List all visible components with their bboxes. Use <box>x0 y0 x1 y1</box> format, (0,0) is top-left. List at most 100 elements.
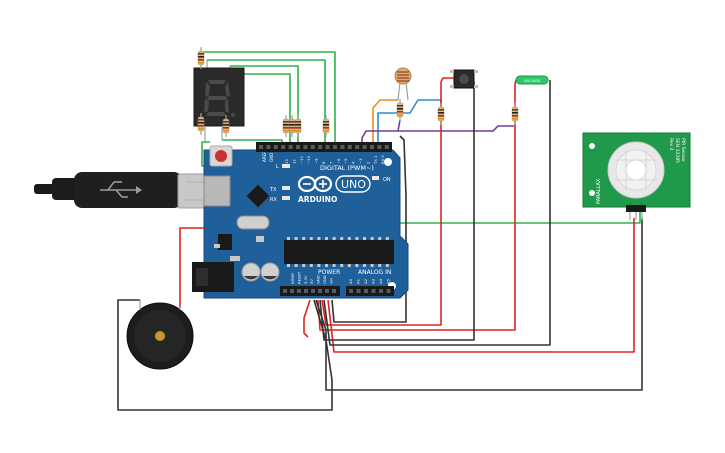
pin-label: ~6 <box>336 158 341 164</box>
seven-segment-display[interactable]: 8. <box>0 0 245 142</box>
pin-hole[interactable] <box>364 289 368 293</box>
wire-green[interactable] <box>201 51 336 148</box>
pir-sensor[interactable]: PARALLAX PIR Sensor SEN-13285 Rev 4 <box>582 132 691 220</box>
pin-hole[interactable] <box>371 289 376 293</box>
pin-hole[interactable] <box>296 145 300 149</box>
wire-red[interactable] <box>303 299 311 338</box>
pin-hole[interactable] <box>281 145 286 149</box>
reset-button[interactable] <box>209 145 233 167</box>
pin-hole[interactable] <box>290 289 294 293</box>
pin-label: RX 0 <box>380 155 385 164</box>
pin-hole[interactable] <box>297 289 301 293</box>
brand-label: ARDUINO <box>298 195 337 204</box>
pin-hole[interactable] <box>347 145 352 149</box>
pin-hole[interactable] <box>310 145 315 149</box>
pir-pin-header <box>626 205 646 212</box>
resistor[interactable] <box>322 115 330 137</box>
pin-label: 13 <box>284 159 289 164</box>
wire-black[interactable] <box>315 218 643 391</box>
pin-hole[interactable] <box>362 145 367 149</box>
pin-hole[interactable] <box>318 289 322 293</box>
resistor[interactable] <box>511 103 519 125</box>
arduino-logo-icon <box>297 175 333 193</box>
resistor[interactable] <box>437 103 445 125</box>
chip-pins <box>287 237 389 267</box>
wire-orange[interactable] <box>372 99 398 148</box>
wire-black[interactable] <box>323 80 551 346</box>
pushbutton[interactable] <box>450 69 478 89</box>
pin-hole[interactable] <box>325 289 329 293</box>
wire-blue[interactable] <box>377 99 442 148</box>
photoresistor[interactable] <box>394 67 412 101</box>
pir-side-label: PARALLAX <box>596 178 602 204</box>
pin-hole[interactable] <box>318 145 323 149</box>
mounting-hole <box>384 158 392 166</box>
pin-label: A1 <box>356 278 361 284</box>
crystal-oscillator <box>236 215 270 230</box>
pin-hole[interactable] <box>356 289 361 293</box>
digital-pin-holes <box>259 145 389 149</box>
pin-hole[interactable] <box>340 145 345 149</box>
pin-hole[interactable] <box>283 289 287 293</box>
tilt-sensor[interactable]: SW-200D <box>515 75 549 85</box>
pin-label: 5V <box>309 279 314 284</box>
usb-cable[interactable] <box>34 172 233 209</box>
power-header <box>280 286 340 296</box>
digital-header <box>256 142 392 152</box>
pir-model: SEN-13285 <box>674 138 680 163</box>
pin-label: TX 1 <box>373 155 378 165</box>
pin-hole[interactable] <box>384 145 389 149</box>
resistor[interactable] <box>396 99 404 121</box>
wire-red[interactable] <box>179 227 205 308</box>
pin-hole[interactable] <box>303 145 308 149</box>
wire-red[interactable] <box>321 77 456 326</box>
wire-green[interactable] <box>207 59 326 148</box>
pin-hole[interactable] <box>379 289 383 293</box>
pin-hole[interactable] <box>304 289 308 293</box>
digital-label: DIGITAL (PWM~) <box>320 164 374 172</box>
pin-hole[interactable] <box>332 289 336 293</box>
pin-label: A4 <box>378 278 383 284</box>
tilt-sensor-label: SW-200D <box>524 79 540 83</box>
pin-label: IOREF <box>290 273 295 284</box>
pin-hole[interactable] <box>349 289 353 293</box>
tx-led <box>282 186 290 190</box>
usb-icon <box>100 181 142 198</box>
resistor[interactable] <box>197 113 205 135</box>
pin-label: GND <box>316 275 321 284</box>
pin-hole[interactable] <box>259 145 263 149</box>
resistor[interactable] <box>197 47 205 69</box>
resistor[interactable] <box>294 115 302 137</box>
pin-hole[interactable] <box>386 289 391 293</box>
pin-hole[interactable] <box>266 145 271 149</box>
pin-hole[interactable] <box>355 145 360 149</box>
pin-hole[interactable] <box>288 145 293 149</box>
pin-label: ~10 <box>306 155 311 164</box>
pin-hole[interactable] <box>377 145 382 149</box>
wire-purple[interactable] <box>361 125 514 148</box>
wire-red[interactable] <box>327 218 635 353</box>
piezo-buzzer[interactable] <box>126 300 194 370</box>
resistor[interactable] <box>222 115 230 137</box>
pin-hole[interactable] <box>333 145 337 149</box>
pin-label: 8 <box>321 161 326 164</box>
pin-hole[interactable] <box>370 145 374 149</box>
pir-title: PIR Sensor <box>680 138 686 162</box>
pin-hole[interactable] <box>273 145 278 149</box>
pir-dome <box>607 141 665 199</box>
pin-hole[interactable] <box>311 289 315 293</box>
voltage-regulator <box>218 234 232 250</box>
pin-hole[interactable] <box>325 145 330 149</box>
wire-black[interactable] <box>399 135 407 197</box>
wire-black[interactable] <box>117 299 333 411</box>
wire-purple[interactable] <box>397 119 401 132</box>
wire-green[interactable] <box>238 73 291 148</box>
power-label: POWER <box>318 269 340 276</box>
wires <box>117 51 643 411</box>
resistor[interactable] <box>282 115 290 137</box>
pir-rev: Rev 4 <box>668 138 674 151</box>
